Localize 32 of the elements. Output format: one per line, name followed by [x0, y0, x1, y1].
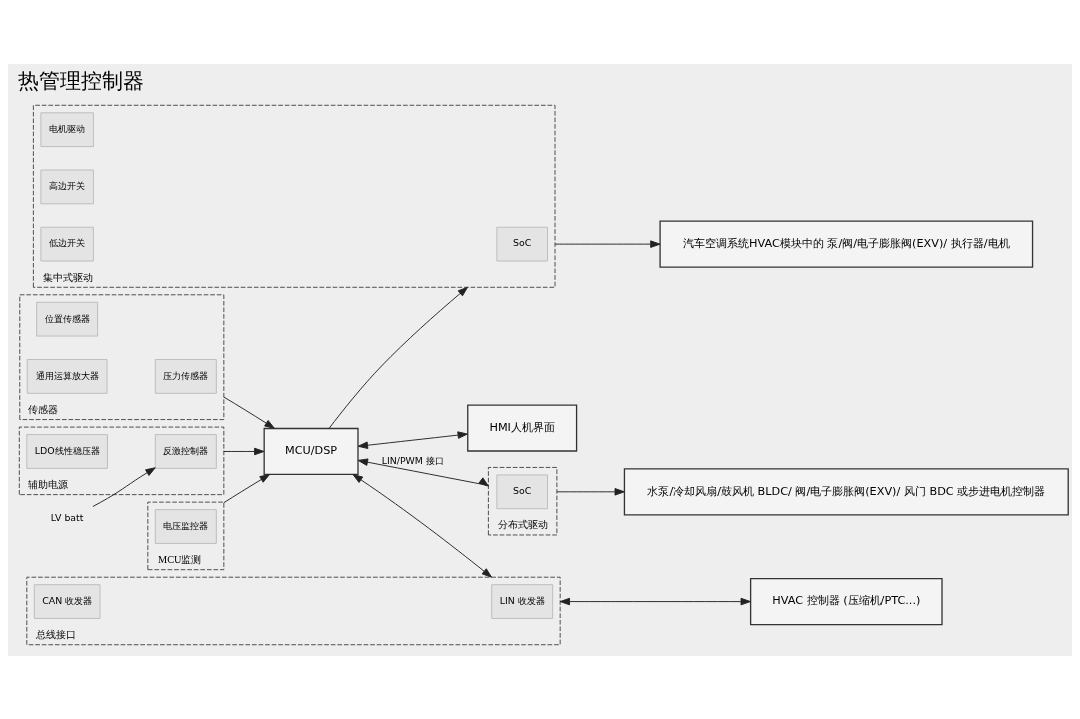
node-box: 水泵/冷却风扇/鼓风机 BLDC/ 阀/电子膨胀阀(EXV)/ 风门 BDC 或步进电机控制器 [623, 467, 1069, 515]
node-box: HMI人机界面 [467, 403, 578, 452]
diagram-title: 热管理控制器 [17, 68, 144, 93]
node-box: 电机驱动 [40, 111, 94, 147]
node-text: LV batt [50, 511, 84, 523]
arrow [554, 239, 661, 248]
node-box: CAN 收发器 [33, 583, 101, 619]
node-box: 汽车空调系统HVAC模块中的 泵/阀/电子膨胀阀(EXV)/ 执行器/电机 [659, 220, 1034, 268]
node-box: 高边开关 [40, 169, 94, 204]
arrow [357, 430, 468, 449]
arrow [556, 487, 625, 496]
node-box: 电压监控器 [154, 508, 217, 544]
node-box: SoC [496, 473, 548, 509]
arrow [352, 473, 492, 578]
node-box: 低边开关 [40, 226, 94, 261]
node-box: LDO线性稳压器 [26, 433, 108, 469]
arrow [223, 447, 265, 455]
node-box: 位置传感器 [36, 301, 99, 337]
node-box: HVAC 控制器 (压缩机/PTC...) [749, 577, 943, 625]
node-box: 压力传感器 [154, 358, 217, 394]
arrow [223, 473, 270, 503]
node-box: 反激控制器 [154, 433, 217, 469]
arrow [92, 466, 156, 507]
edge-label: LIN/PWM 接口 [381, 454, 444, 466]
arrow [223, 396, 275, 429]
node-box: LIN 收发器 [491, 583, 554, 619]
node-box: MCU/DSP [263, 427, 359, 475]
node-box: SoC [496, 226, 548, 261]
arrow [357, 457, 489, 487]
arrow [328, 286, 468, 429]
node-box: 通用运算放大器 [26, 358, 108, 394]
arrow [559, 597, 751, 605]
